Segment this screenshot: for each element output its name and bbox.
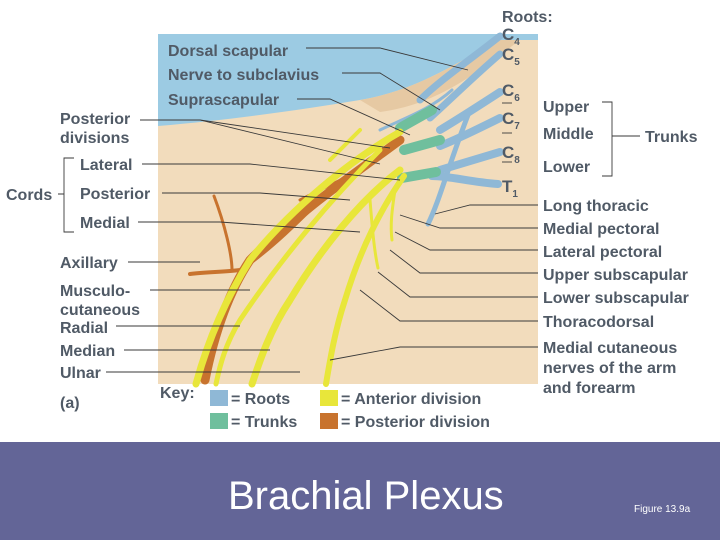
key-label-trunks: = Trunks	[231, 414, 297, 431]
leader-lines	[106, 47, 538, 373]
cords-bracket	[58, 157, 74, 233]
figure-caption: Figure 13.9a	[634, 504, 691, 515]
trunks-bracket	[602, 101, 640, 177]
label-lower-subscapular: Lower subscapular	[543, 290, 689, 307]
trunk-lower: Lower	[543, 159, 590, 176]
panel-label: (a)	[60, 395, 80, 412]
label-posterior-divisions-2: divisions	[60, 130, 129, 147]
cord-medial: Medial	[80, 215, 130, 232]
cords-group-label: Cords	[6, 187, 52, 204]
label-radial: Radial	[60, 320, 108, 337]
root-c8: C8	[502, 143, 520, 166]
key-label-roots: = Roots	[231, 391, 290, 408]
label-upper-subscapular: Upper subscapular	[543, 267, 688, 284]
root-c5: C5	[502, 45, 520, 68]
label-nerve-to-subclavius: Nerve to subclavius	[168, 67, 319, 84]
label-medial-pectoral: Medial pectoral	[543, 221, 659, 238]
footer-bar	[0, 442, 720, 540]
root-c6: C6	[502, 81, 520, 104]
cord-posterior: Posterior	[80, 186, 150, 203]
label-musculocutaneous-2: cutaneous	[60, 302, 140, 319]
trunk-upper: Upper	[543, 99, 589, 116]
cord-lateral: Lateral	[80, 157, 132, 174]
slide-title: Brachial Plexus	[228, 474, 504, 518]
root-t1: T1	[502, 177, 518, 200]
root-c7: C7	[502, 109, 520, 132]
key-label-posterior: = Posterior division	[341, 414, 490, 431]
label-median: Median	[60, 343, 115, 360]
label-ulnar: Ulnar	[60, 365, 101, 382]
label-lateral-pectoral: Lateral pectoral	[543, 244, 662, 261]
label-musculocutaneous-1: Musculo-	[60, 283, 130, 300]
root-c4: C4	[502, 25, 520, 48]
roots-heading: Roots:	[502, 9, 553, 26]
label-medial-cutaneous-1: Medial cutaneous	[543, 340, 677, 357]
key-swatch-posterior	[320, 413, 338, 429]
trunks-nerves	[395, 105, 445, 183]
label-dorsal-scapular: Dorsal scapular	[168, 43, 288, 60]
label-axillary: Axillary	[60, 255, 118, 272]
brachial-plexus-figure: Dorsal scapular Nerve to subclavius Supr…	[6, 9, 698, 431]
label-medial-cutaneous-3: and forearm	[543, 380, 635, 397]
trunks-group-label: Trunks	[645, 129, 698, 146]
key-swatch-anterior	[320, 390, 338, 406]
label-suprascapular: Suprascapular	[168, 92, 279, 109]
trunk-middle: Middle	[543, 126, 594, 143]
label-posterior-divisions-1: Posterior	[60, 111, 130, 128]
label-thoracodorsal: Thoracodorsal	[543, 314, 654, 331]
key-title: Key:	[160, 385, 195, 402]
label-long-thoracic: Long thoracic	[543, 198, 649, 215]
key-swatch-roots	[210, 390, 228, 406]
key-swatch-trunks	[210, 413, 228, 429]
key-label-anterior: = Anterior division	[341, 391, 481, 408]
anterior-division-nerves	[192, 128, 407, 388]
label-medial-cutaneous-2: nerves of the arm	[543, 360, 676, 377]
